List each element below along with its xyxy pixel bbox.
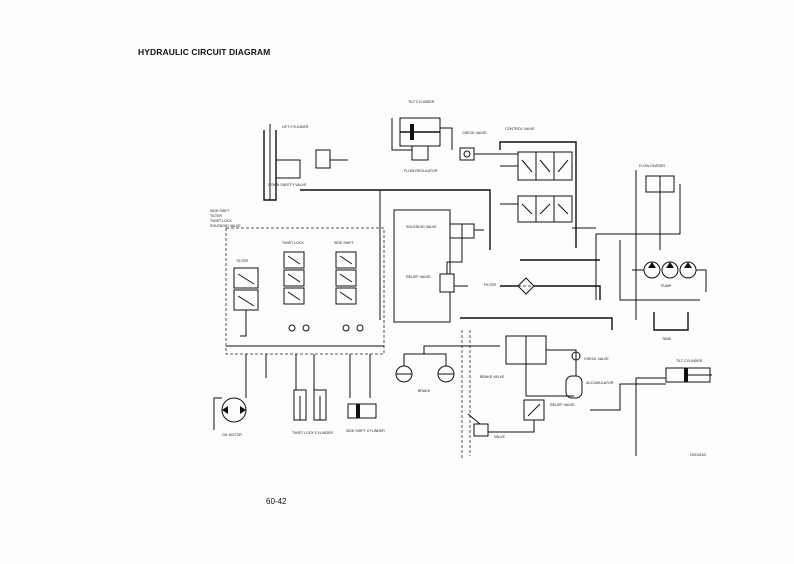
accumulator: ACCUMULATOR bbox=[565, 375, 614, 399]
check-valve-top: CHECK VALVE bbox=[459, 131, 487, 161]
svg-text:CHECK VALVE: CHECK VALVE bbox=[584, 357, 609, 361]
solenoid-valve-label: SOLENOID VALVE bbox=[406, 225, 437, 229]
attachment-legend-line1: SIDE SHIFT bbox=[210, 209, 231, 213]
twist-lock-valve: TWIST LOCK bbox=[282, 241, 310, 332]
attachment-legend-line3: TWIST LOCK bbox=[210, 219, 233, 223]
svg-text:TILT CYLINDER: TILT CYLINDER bbox=[676, 359, 703, 363]
svg-text:TILTER: TILTER bbox=[236, 259, 249, 263]
brake-valve: BRAKE VALVE bbox=[480, 335, 547, 379]
attachment-legend-line4: SOLENOID VALVE bbox=[210, 224, 241, 228]
svg-text:LIFT CYLINDER: LIFT CYLINDER bbox=[282, 125, 309, 129]
brake: BRAKE bbox=[395, 365, 455, 393]
down-safety-label: DOWN SAFETY VALVE bbox=[268, 183, 307, 187]
svg-text:SIDE SHIFT: SIDE SHIFT bbox=[334, 241, 355, 245]
bottom-valve: VALVE bbox=[467, 413, 506, 439]
tilt-cylinder-top: TILT CYLINDER bbox=[399, 100, 441, 147]
svg-text:BRAKE VALVE: BRAKE VALVE bbox=[480, 375, 505, 379]
tank: TANK bbox=[653, 312, 689, 341]
control-valve-label: CONTROL VALVE bbox=[505, 127, 535, 131]
svg-text:TANK: TANK bbox=[662, 337, 672, 341]
flow-regulator-label: FLOW REGULATOR bbox=[404, 169, 438, 173]
svg-text:VALVE: VALVE bbox=[494, 435, 506, 439]
svg-text:PUMP: PUMP bbox=[661, 284, 672, 288]
svg-text:CHECK VALVE: CHECK VALVE bbox=[462, 131, 487, 135]
tilt-cylinder-right: TILT CYLINDER bbox=[665, 359, 712, 383]
lift-cylinder: LIFT CYLINDER bbox=[263, 124, 309, 201]
svg-text:FLOW DIVIDER: FLOW DIVIDER bbox=[639, 164, 665, 168]
solenoid-relief-block: SOLENOID VALVE RELIEF VALVE bbox=[393, 209, 451, 323]
pump: PUMP bbox=[643, 261, 697, 288]
svg-text:OIL MOTOR: OIL MOTOR bbox=[222, 433, 242, 437]
check-valve-lower: CHECK VALVE bbox=[571, 351, 609, 361]
flow-divider: FLOW DIVIDER bbox=[639, 164, 675, 193]
svg-text:ACCUMULATOR: ACCUMULATOR bbox=[586, 381, 614, 385]
tilter-valve: TILTER bbox=[233, 259, 259, 337]
svg-text:RELIEF VALVE: RELIEF VALVE bbox=[550, 403, 575, 407]
svg-text:BRAKE: BRAKE bbox=[418, 389, 431, 393]
side-shift-valve: SIDE SHIFT bbox=[334, 241, 364, 332]
attachment-legend-line2: TILTER bbox=[210, 214, 223, 218]
tilt-cylinder-label: TILT CYLINDER bbox=[408, 100, 435, 104]
side-shift-cylinder: SIDE SHIFT CYLINDER bbox=[346, 403, 385, 433]
page-number: 60-42 bbox=[266, 497, 287, 506]
svg-text:SIDE SHIFT CYLINDER: SIDE SHIFT CYLINDER bbox=[346, 429, 385, 433]
svg-text:FILTER: FILTER bbox=[484, 283, 497, 287]
relief-valve-label: RELIEF VALVE bbox=[406, 275, 431, 279]
relief-valve-lower: RELIEF VALVE bbox=[523, 399, 575, 421]
oil-motor: OIL MOTOR bbox=[221, 397, 247, 437]
control-valve-block bbox=[517, 151, 573, 223]
svg-text:TWIST LOCK: TWIST LOCK bbox=[282, 241, 305, 245]
twist-lock-cylinder: TWIST LOCK CYLINDER bbox=[292, 389, 333, 435]
page-title: HYDRAULIC CIRCUIT DIAGRAM bbox=[138, 47, 271, 57]
svg-text:TWIST LOCK CYLINDER: TWIST LOCK CYLINDER bbox=[292, 431, 333, 435]
drawing-code: HCD0153 bbox=[690, 453, 706, 457]
